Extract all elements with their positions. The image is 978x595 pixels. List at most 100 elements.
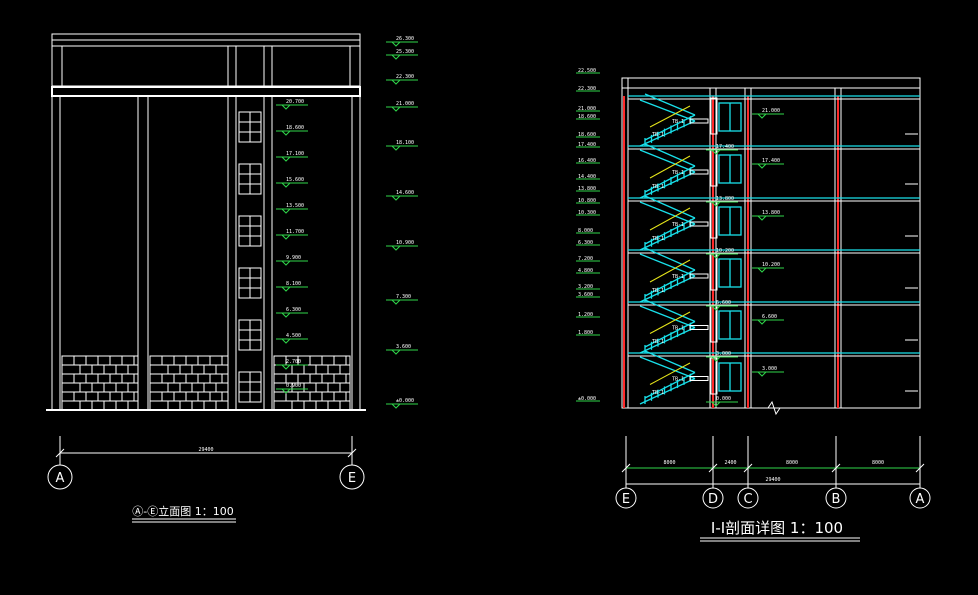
floor-slabs (628, 95, 920, 357)
level-triangle (391, 106, 401, 112)
level-triangle (281, 182, 291, 188)
stair-handrail (644, 165, 696, 193)
level-label: 17.100 (286, 151, 304, 157)
roof-frame (51, 45, 361, 87)
level-label: 9.900 (286, 255, 301, 261)
left-level-label: 22.300 (578, 86, 596, 92)
level-triangle (757, 371, 767, 377)
elevation-view: 20.70018.60017.10015.60013.50011.7009.90… (46, 33, 418, 523)
left-level-label: 17.400 (578, 142, 596, 148)
brick-base-pattern (61, 355, 351, 411)
left-level-label: 13.800 (578, 186, 596, 192)
elevation-total-dim: 29400 (198, 447, 213, 453)
level-triangle (391, 349, 401, 355)
level-label: 26.300 (396, 36, 414, 42)
stair-handrail (644, 114, 696, 141)
stair-flight (639, 171, 696, 199)
dim-tick (621, 463, 631, 473)
level-triangle (757, 113, 767, 119)
level-triangle (391, 195, 401, 201)
level-triangle (711, 201, 721, 207)
level-triangle (711, 253, 721, 259)
left-level-label: 1.200 (578, 312, 593, 318)
level-label: 13.800 (762, 210, 780, 216)
stair-label: TB-1 (672, 274, 684, 280)
section-total-dim: 29400 (765, 477, 780, 483)
stair-landing (689, 376, 709, 381)
left-level-label: 18.600 (578, 114, 596, 120)
stair-nosing (649, 105, 691, 128)
level-label: 0.000 (716, 396, 731, 402)
level-triangle (757, 163, 767, 169)
elevation-title: Ⓐ-Ⓔ立面图 1：100 (132, 504, 233, 518)
stair-nosing (649, 155, 691, 179)
level-label: 20.700 (286, 99, 304, 105)
level-label: 10.200 (762, 262, 780, 268)
level-label: 4.500 (286, 333, 301, 339)
stair-flight (639, 201, 696, 225)
level-triangle (281, 260, 291, 266)
roof-beam (51, 86, 361, 97)
level-label: 6.600 (716, 300, 731, 306)
left-level-label: 21.000 (578, 106, 596, 112)
stair-landing (689, 221, 709, 227)
axis-label: B (832, 492, 841, 507)
level-triangle (281, 364, 291, 370)
section-title: I-I剖面详图 1：100 (711, 519, 843, 537)
axis-bubble (825, 487, 847, 509)
level-label: 2.700 (286, 359, 301, 365)
stair-handrail (644, 299, 696, 323)
stair-flight (639, 377, 696, 405)
stair-nosing (649, 362, 691, 385)
level-triangle (281, 388, 291, 394)
level-label: 11.700 (286, 229, 304, 235)
level-triangle (391, 54, 401, 60)
stair-handrail (644, 217, 696, 245)
level-label: 13.500 (286, 203, 304, 209)
dim-tick (915, 463, 925, 473)
stair-landing (689, 169, 709, 175)
level-triangle (281, 312, 291, 318)
stair-label: TB-1 (672, 170, 684, 176)
level-triangle (391, 245, 401, 251)
span-dim-label: 8000 (663, 460, 675, 466)
stair-flight (639, 99, 696, 122)
level-triangle (281, 208, 291, 214)
stair-handrail (644, 247, 696, 271)
level-label: 3.000 (716, 351, 731, 357)
section-view: TB-1TB-1TB-1TB-1TB-1TB-1TB-1TB-1TB-1TB-1… (576, 68, 931, 542)
outer-level-marks: 26.30025.30022.30021.00018.10014.60010.9… (386, 36, 418, 409)
stair-flight (639, 149, 696, 173)
axis-bubble (702, 487, 724, 509)
stair-landing (689, 273, 709, 279)
level-label: 7.300 (396, 294, 411, 300)
level-label: 14.600 (396, 190, 414, 196)
left-level-label: 16.400 (578, 158, 596, 164)
stair-label: TB-1 (672, 222, 684, 228)
stair-flight (639, 223, 696, 251)
span-dim-label: 8000 (872, 460, 884, 466)
level-triangle (757, 215, 767, 221)
stair-landing (689, 325, 709, 330)
left-level-stack: 22.50022.30021.00018.60018.60017.40016.4… (576, 68, 600, 402)
stair-label: TB-1 (672, 377, 684, 383)
level-label: 8.100 (286, 281, 301, 287)
floor-level-marks: 21.00017.40013.80010.2006.6003.00017.400… (706, 108, 918, 407)
stair-handrail (644, 320, 696, 348)
section-outline (621, 77, 921, 409)
level-label: 10.200 (716, 248, 734, 254)
level-triangle (281, 286, 291, 292)
level-label: 18.600 (286, 125, 304, 131)
stair-label: TB-1 (672, 326, 684, 332)
left-level-label: 7.200 (578, 256, 593, 262)
window-jamb (710, 97, 718, 135)
dim-tick (743, 463, 753, 473)
stair-nosing (649, 207, 691, 231)
stair-flight (639, 120, 696, 147)
level-triangle (391, 79, 401, 85)
stair-flight (639, 275, 696, 303)
axis-label-a: A (56, 471, 65, 486)
level-triangle (757, 267, 767, 273)
axis-bubble (615, 487, 637, 509)
stair-label-lower: TB-1 (652, 236, 664, 242)
